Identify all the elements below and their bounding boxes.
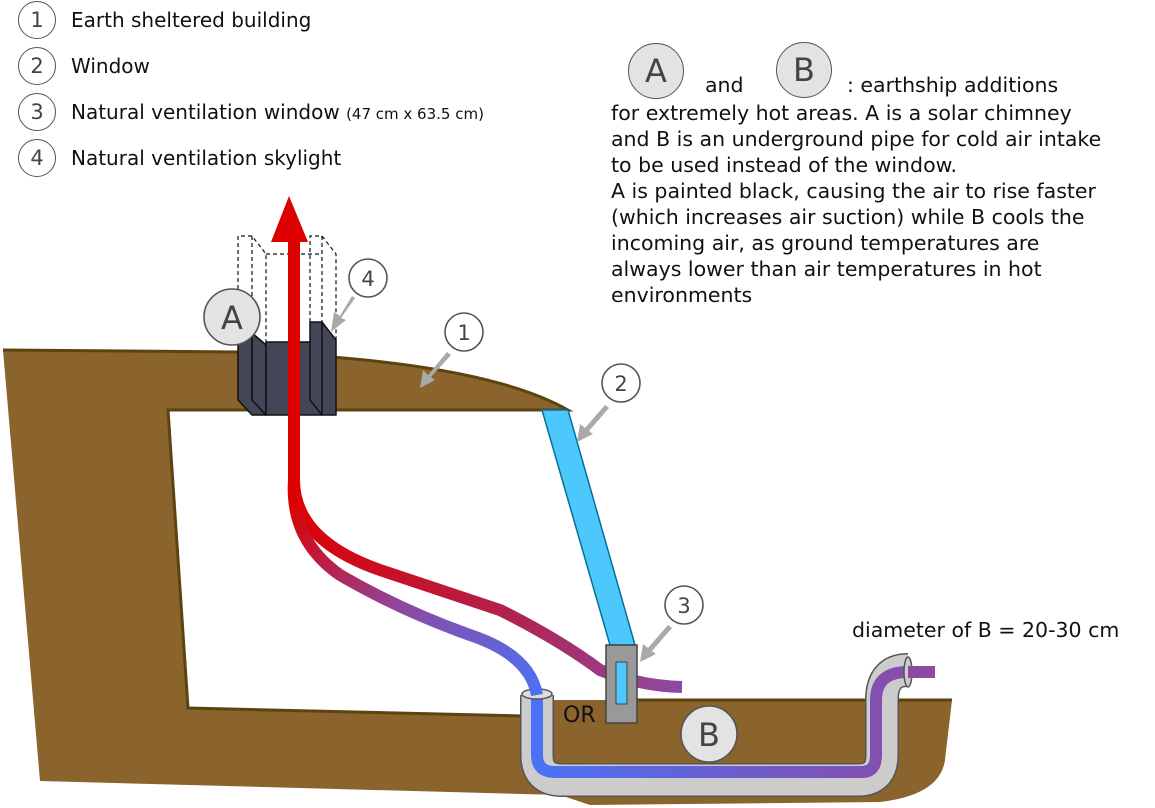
- legend-item-3: 3 Natural ventilation window (47 cm x 63…: [18, 92, 484, 132]
- airflow-from-pipe: [287, 479, 543, 697]
- dimension-note: (47 cm x 63.5 cm): [346, 105, 484, 123]
- callout-1-num: 1: [457, 321, 470, 345]
- label-b: B: [698, 716, 720, 754]
- diameter-note: diameter of B = 20-30 cm: [852, 618, 1120, 642]
- legend-label: Natural ventilation window (47 cm x 63.5…: [71, 100, 484, 124]
- arrow-head: [271, 196, 308, 242]
- number-badge: 1: [18, 1, 56, 39]
- or-label: OR: [563, 703, 596, 728]
- callout-1: [444, 312, 484, 352]
- callout-2-num: 2: [614, 372, 627, 396]
- callout-3-num: 3: [677, 594, 690, 618]
- callout-arrows: [331, 296, 672, 662]
- legend-label: Earth sheltered building: [71, 8, 312, 32]
- badge-b: B: [776, 42, 832, 98]
- additions-description: for extremely hot areas. A is a solar ch…: [611, 101, 1102, 307]
- legend-item-2: 2 Window: [18, 46, 150, 86]
- callout-2: [601, 363, 641, 403]
- label-a: A: [221, 299, 243, 337]
- earth-berm: [3, 350, 952, 805]
- legend-label: Window: [71, 54, 150, 78]
- number-badge: 3: [18, 93, 56, 131]
- legend-item-4: 4 Natural ventilation skylight: [18, 138, 341, 178]
- vent-window-glass: [615, 661, 628, 705]
- callout-4-num: 4: [361, 267, 374, 291]
- additions-intro: : earthship additions: [847, 73, 1059, 97]
- label-a-circle: [203, 288, 261, 346]
- number-badge: 2: [18, 47, 56, 85]
- badge-a: A: [628, 43, 684, 99]
- number-badge: 4: [18, 139, 56, 177]
- legend-item-1: 1 Earth sheltered building: [18, 0, 311, 40]
- and-word: and: [705, 73, 744, 97]
- callout-4: [348, 258, 388, 298]
- callout-3: [664, 585, 704, 625]
- legend-label: Natural ventilation skylight: [71, 146, 342, 170]
- window-glass: [541, 409, 636, 646]
- label-b-circle: [680, 705, 738, 763]
- pipe-airflow: [531, 666, 935, 778]
